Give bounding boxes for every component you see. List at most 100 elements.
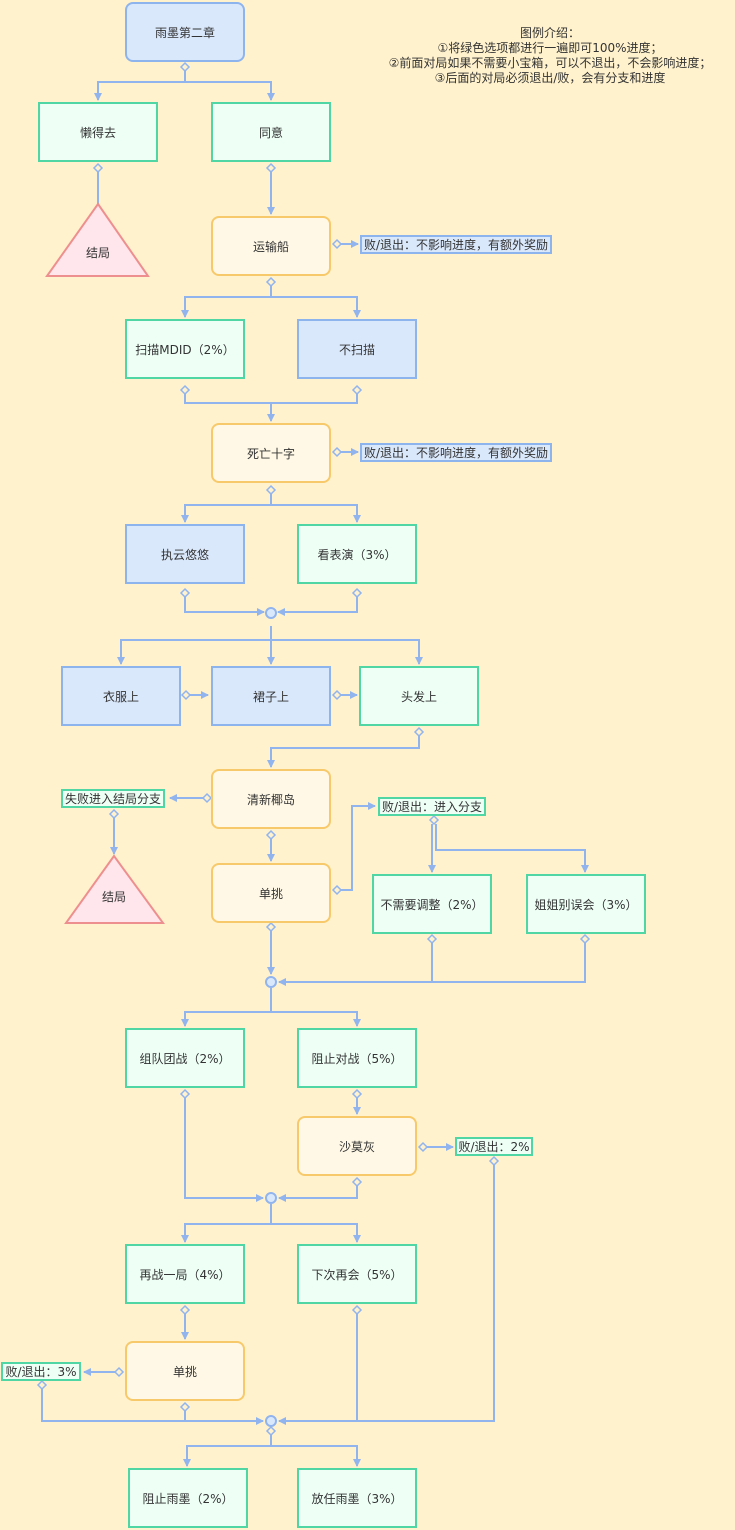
port-diamond (179, 1304, 191, 1316)
edge-j2-team (181, 988, 272, 1027)
node-start[interactable]: 雨墨第二章 (125, 2, 245, 62)
port-diamond (108, 808, 120, 820)
node-hair[interactable]: 头发上 (359, 666, 479, 726)
node-island[interactable]: 清新椰岛 (211, 769, 331, 829)
edge-team-j3 (184, 1095, 264, 1202)
port-diamond (488, 1155, 500, 1167)
port-diamond (92, 162, 104, 174)
edge-duel1-note (338, 802, 376, 891)
edge-j1-clothes (117, 626, 272, 665)
port-diamond (331, 689, 343, 701)
port-diamond (265, 829, 277, 841)
edge-shamonote-j4 (279, 1162, 495, 1422)
node-ship[interactable]: 运输船 (211, 216, 331, 276)
node-show[interactable]: 看表演（3%） (297, 524, 417, 584)
edge-start-lazy (94, 68, 186, 101)
port-diamond (179, 61, 191, 73)
port-diamond (179, 587, 191, 599)
edge-note-sister (435, 824, 589, 873)
node-letym[interactable]: 放任雨墨（3%） (297, 1468, 417, 1528)
node-cloud[interactable]: 执云悠悠 (125, 524, 245, 584)
port-diamond (351, 587, 363, 599)
ending-label-1: 结局 (85, 246, 110, 260)
edge-cross-show (271, 504, 361, 523)
legend-line-3: ③后面的对局必须退出/败，会有分支和进度 (434, 71, 666, 85)
port-diamond (351, 1088, 363, 1100)
node-stopym[interactable]: 阻止雨墨（2%） (128, 1468, 248, 1528)
edge-next-j4 (278, 1312, 358, 1425)
legend-line-2: ②前面对局如果不需要小宝箱，可以不退出，不会影响进度； (388, 56, 712, 70)
port-diamond (351, 1304, 363, 1316)
port-diamond (265, 1425, 277, 1437)
node-clothes[interactable]: 衣服上 (61, 666, 181, 726)
junction-circle (265, 607, 277, 619)
port-diamond (180, 689, 192, 701)
ending-triangle (45, 202, 150, 277)
node-duel2[interactable]: 单挑 (125, 1341, 245, 1401)
node-again[interactable]: 再战一局（4%） (125, 1244, 245, 1304)
port-diamond (265, 921, 277, 933)
node-noscan[interactable]: 不扫描 (297, 319, 417, 379)
node-noadjust[interactable]: 不需要调整（2%） (372, 874, 492, 934)
edge-j3-again (181, 1204, 272, 1243)
edge-j4-stopym (183, 1427, 272, 1467)
note-duel2: 败/退出：3% (1, 1362, 81, 1381)
legend: 图例介绍： ①将绿色选项都进行一遍即可100%进度； ②前面对局如果不需要小宝箱… (360, 26, 735, 86)
edge-noscan-cross (271, 390, 358, 404)
ending-label-2: 结局 (101, 890, 126, 904)
edge-sister-j2 (432, 940, 586, 983)
edge-show-j1 (277, 595, 358, 616)
note-ship: 败/退出：不影响进度，有额外奖励 (360, 235, 553, 254)
note-duel1: 败/退出：进入分支 (378, 797, 487, 816)
junction-circle (265, 1192, 277, 1204)
port-diamond (331, 884, 343, 896)
ending-triangle (64, 854, 165, 924)
node-cross[interactable]: 死亡十字 (211, 423, 331, 483)
node-agree[interactable]: 同意 (211, 102, 331, 162)
port-diamond (413, 726, 425, 738)
port-diamond (331, 238, 343, 250)
junction-circle (265, 1415, 277, 1427)
node-duel1[interactable]: 单挑 (211, 863, 331, 923)
port-diamond (351, 384, 363, 396)
note-cross: 败/退出：不影响进度，有额外奖励 (360, 443, 553, 462)
junction-circle (265, 976, 277, 988)
port-diamond (428, 814, 440, 826)
node-scan[interactable]: 扫描MDID（2%） (125, 319, 245, 379)
node-skirt[interactable]: 裙子上 (211, 666, 331, 726)
node-next[interactable]: 下次再会（5%） (297, 1244, 417, 1304)
node-team[interactable]: 组队团战（2%） (125, 1028, 245, 1088)
edge-duel2note-j4 (41, 1387, 264, 1425)
port-diamond (201, 792, 213, 804)
port-diamond (351, 1176, 363, 1188)
note-island: 失败进入结局分支 (61, 789, 166, 808)
node-shamo[interactable]: 沙莫灰 (297, 1116, 417, 1176)
edge-hair-island (267, 733, 420, 768)
edge-start-agree (185, 81, 275, 101)
edge-noadjust-j2 (278, 940, 433, 986)
port-diamond (265, 484, 277, 496)
port-diamond (179, 1401, 191, 1413)
note-shamo: 败/退出：2% (455, 1137, 533, 1156)
port-diamond (265, 162, 277, 174)
edge-ship-scan (181, 284, 272, 318)
node-sister[interactable]: 姐姐别误会（3%） (526, 874, 646, 934)
node-lazy[interactable]: 懒得去 (38, 102, 158, 162)
port-diamond (179, 1088, 191, 1100)
port-diamond (331, 446, 343, 458)
edge-j2-stop (271, 1011, 361, 1027)
edge-scan-cross (184, 390, 275, 422)
legend-title: 图例介绍： (519, 26, 580, 40)
port-diamond (579, 933, 591, 945)
port-diamond (426, 933, 438, 945)
edge-cross-cloud (181, 491, 272, 523)
port-diamond (265, 276, 277, 288)
edge-cloud-j1 (184, 595, 265, 616)
edge-j4-letym (271, 1445, 361, 1467)
node-stop[interactable]: 阻止对战（5%） (297, 1028, 417, 1088)
legend-line-1: ①将绿色选项都进行一遍即可100%进度； (437, 41, 663, 55)
edge-j1-hair (271, 639, 423, 665)
edge-ship-noscan (271, 296, 361, 318)
